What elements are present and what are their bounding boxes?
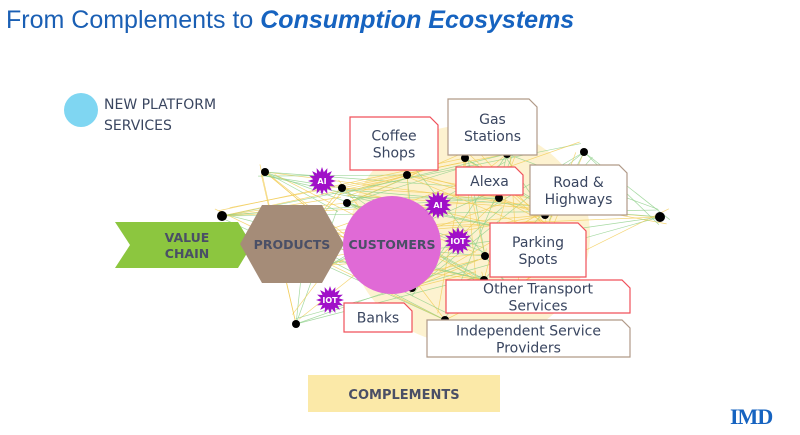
network-node-dot: [495, 194, 503, 202]
network-node-dot: [338, 184, 346, 192]
complement-label-line2: Services: [508, 299, 567, 315]
platform-service-burst-icon: IOT: [444, 227, 472, 255]
products-hexagon: [240, 205, 344, 283]
complement-box: Road &Highways: [529, 164, 628, 216]
complements-label: COMPLEMENTS: [348, 388, 459, 403]
network-node-dot: [403, 171, 411, 179]
burst-label: IOT: [450, 237, 466, 246]
complement-box-outline: [349, 116, 439, 171]
products-label: PRODUCTS: [254, 237, 331, 252]
network-node-dot: [481, 252, 489, 260]
title-emphasis: Consumption Ecosystems: [260, 6, 575, 34]
burst-label: AI: [433, 201, 442, 210]
burst-shape: [308, 167, 336, 195]
customers-circle: [343, 196, 441, 294]
complement-box-outline: [455, 166, 524, 196]
network-node-dot: [292, 320, 300, 328]
network-node-dot: [461, 154, 469, 162]
network-link: [229, 153, 508, 209]
complement-label-line1: Other Transport: [483, 282, 593, 298]
network-link: [337, 174, 408, 195]
complement-label-line2: Highways: [545, 192, 613, 208]
complement-label-line2: Spots: [518, 252, 557, 268]
network-link: [295, 216, 661, 319]
platform-service-burst-icon: AI: [424, 191, 452, 219]
platform-service-bursts: AI AI IOT IOT: [308, 167, 472, 314]
network-node-dot: [580, 148, 588, 156]
burst-label: IOT: [322, 296, 338, 305]
complement-label-line1: Coffee: [371, 129, 416, 145]
burst-label: AI: [317, 177, 326, 186]
network-node-dot: [217, 211, 227, 221]
complement-box-outline: [445, 279, 631, 314]
complement-label-line2: Stations: [464, 129, 521, 145]
network-node-dot: [261, 168, 269, 176]
value-chain-label-2: CHAIN: [165, 246, 209, 261]
complement-label-line2: Shops: [373, 146, 416, 162]
customers-label: CUSTOMERS: [348, 237, 435, 252]
network-link: [258, 174, 408, 177]
legend-label-line1: NEW PLATFORM: [104, 97, 216, 113]
complement-box: Alexa: [455, 166, 524, 196]
network-link: [221, 174, 415, 217]
complements-banner: [308, 375, 500, 412]
legend-circle-icon: [64, 93, 98, 127]
complement-box: Banks: [343, 302, 413, 333]
value-chain-label-1: VALUE: [165, 230, 210, 245]
network-node-dot: [655, 212, 665, 222]
legend-label-line2: SERVICES: [104, 118, 172, 134]
complement-box-outline: [529, 164, 628, 216]
imd-logo: IMD: [730, 404, 773, 429]
value-chain-arrow: [115, 222, 252, 268]
network-link: [299, 141, 580, 241]
network-link: [342, 153, 508, 194]
network-link: [415, 169, 521, 301]
complement-label: Alexa: [470, 174, 509, 190]
complement-box-outline: [426, 319, 631, 358]
platform-service-burst-icon: IOT: [316, 286, 344, 314]
burst-shape: [424, 191, 452, 219]
complement-box-outline: [447, 98, 538, 156]
network-node-dot: [343, 199, 351, 207]
network-link: [411, 271, 477, 289]
complement-label-line1: Independent Service: [456, 324, 601, 340]
complement-box-outline: [343, 302, 413, 333]
complement-label-line1: Road &: [553, 175, 604, 191]
complement-box-outline: [489, 222, 587, 278]
complement-label-line1: Gas: [479, 112, 506, 128]
title-plain: From Complements to: [6, 6, 261, 34]
complement-label: Banks: [357, 311, 399, 327]
complement-label-line1: Parking: [512, 235, 564, 251]
platform-service-burst-icon: AI: [308, 167, 336, 195]
complement-label-line2: Providers: [496, 341, 561, 357]
burst-shape: [316, 286, 344, 314]
slide-title: From Complements to Consumption Ecosyste…: [6, 6, 574, 35]
burst-shape: [444, 227, 472, 255]
